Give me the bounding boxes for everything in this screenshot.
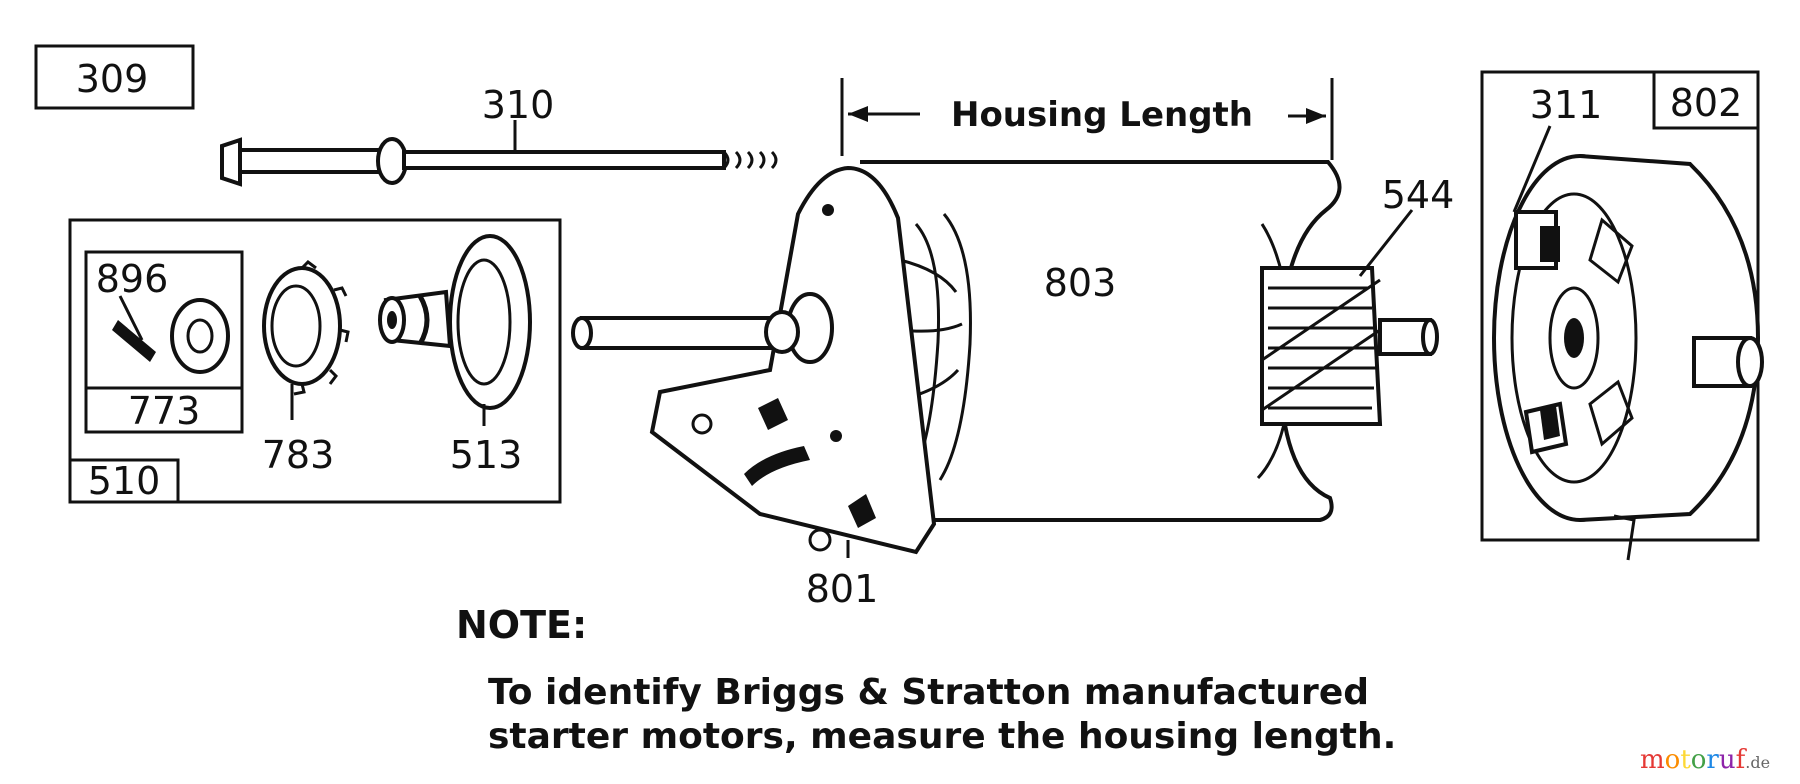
- part-801-drive-end-bracket: 801: [571, 165, 937, 611]
- housing-length-dimension: Housing Length: [840, 78, 1334, 160]
- part-544-armature: 544: [1260, 173, 1455, 426]
- label-773: 773: [128, 389, 201, 433]
- label-783: 783: [262, 433, 335, 477]
- label-803: 803: [1044, 261, 1117, 305]
- watermark-letter: f: [1736, 745, 1748, 775]
- label-309: 309: [76, 57, 149, 101]
- motoruf-watermark: motoruf.de: [1640, 745, 1770, 775]
- part-513-drive: 513: [378, 234, 532, 477]
- label-544: 544: [1382, 173, 1455, 217]
- part-310-through-bolt: 310: [220, 83, 778, 187]
- watermark-text: motoruf: [1640, 745, 1748, 775]
- part-802-end-cap-box: 802 311: [1480, 70, 1764, 561]
- note-line-2: starter motors, measure the housing leng…: [488, 716, 1396, 757]
- part-309-box: 309: [34, 44, 195, 110]
- label-802: 802: [1670, 81, 1743, 125]
- part-783-gear: 783: [262, 260, 350, 477]
- watermark-letter: u: [1719, 745, 1736, 775]
- svg-text:motoruf.de: motoruf.de: [1640, 745, 1770, 775]
- watermark-letter: t: [1680, 745, 1691, 775]
- note-title: NOTE:: [456, 603, 587, 647]
- part-803-housing: 803: [860, 160, 1342, 522]
- note-block: NOTE: To identify Briggs & Stratton manu…: [456, 603, 1396, 757]
- watermark-letter: r: [1706, 745, 1719, 775]
- watermark-letter: o: [1691, 745, 1707, 775]
- housing-length-label: Housing Length: [951, 95, 1253, 135]
- note-line-1: To identify Briggs & Stratton manufactur…: [488, 672, 1369, 713]
- label-801: 801: [806, 567, 879, 611]
- label-896: 896: [96, 257, 169, 301]
- label-510: 510: [88, 459, 161, 503]
- watermark-letter: o: [1665, 745, 1681, 775]
- label-311: 311: [1530, 83, 1603, 127]
- label-513: 513: [450, 433, 523, 477]
- label-310: 310: [482, 83, 555, 127]
- watermark-letter: m: [1640, 745, 1665, 775]
- watermark-domain: .de: [1745, 753, 1770, 772]
- part-510-group: 510 773 896 783 513: [68, 218, 562, 504]
